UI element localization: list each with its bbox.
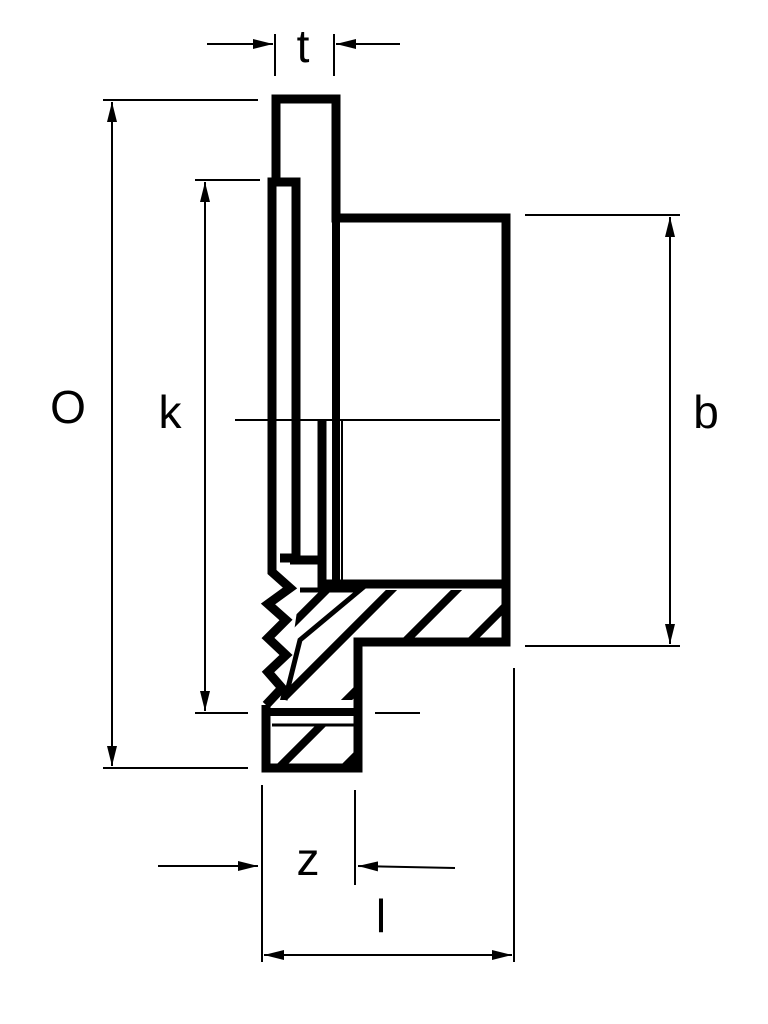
label-t: t: [297, 20, 310, 72]
dimension-lines: [103, 34, 680, 962]
hatched-section: [268, 590, 505, 765]
label-z: z: [297, 833, 320, 885]
label-b: b: [693, 386, 719, 438]
label-l: l: [376, 890, 386, 942]
part-outline: [260, 94, 511, 773]
label-k: k: [159, 386, 183, 438]
label-O: O: [50, 381, 86, 433]
